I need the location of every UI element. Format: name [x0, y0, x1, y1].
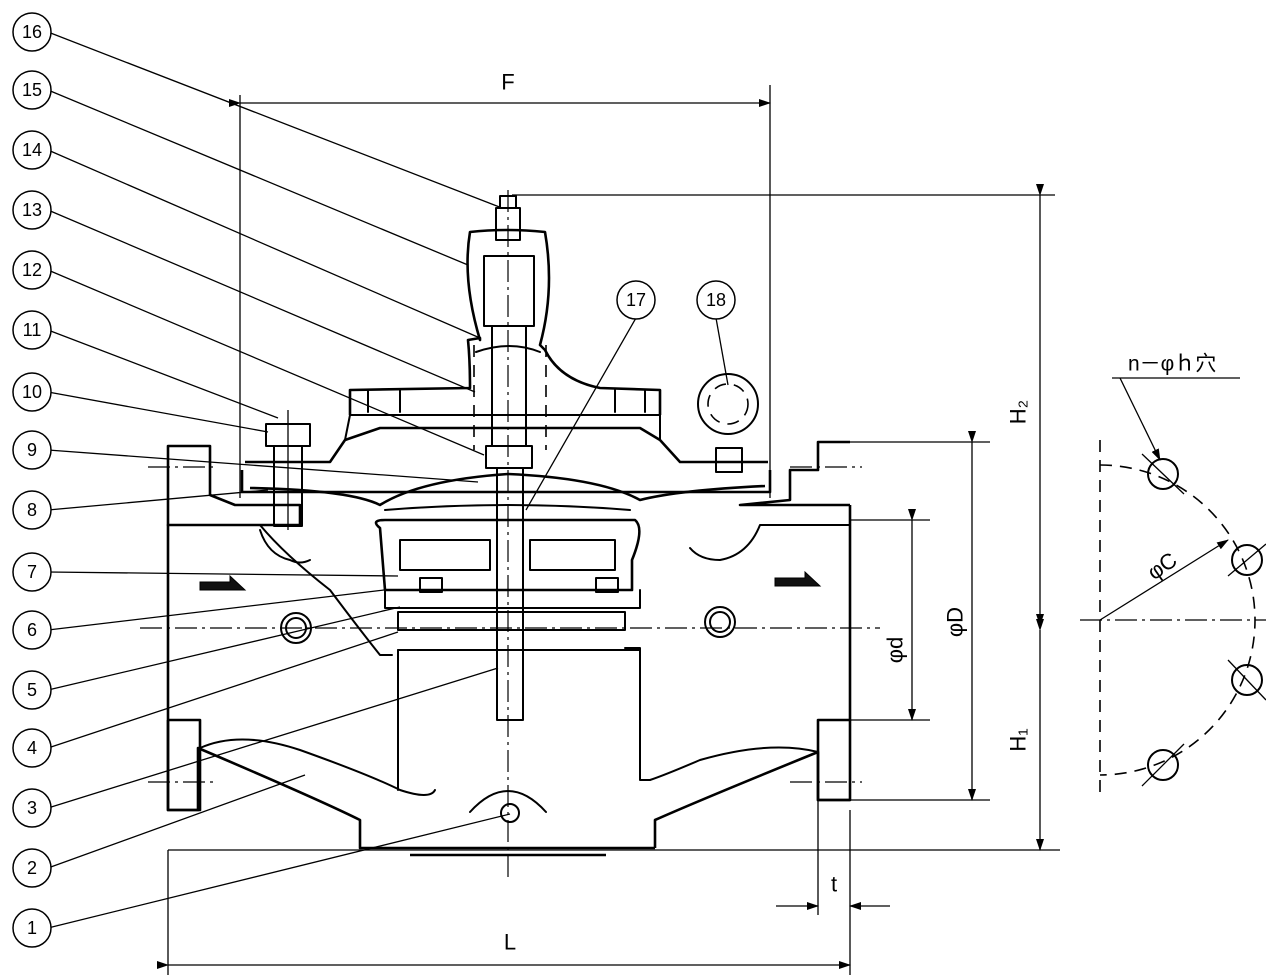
- dim-label-H1: H₁: [1006, 728, 1031, 751]
- part-number: 12: [22, 260, 42, 280]
- part-bubble-17: 17: [616, 280, 656, 320]
- bolt-hole: [1141, 743, 1185, 787]
- left-plug: [280, 612, 312, 644]
- part-bubble-2: 2: [12, 848, 52, 888]
- valve-disc-assembly: [374, 518, 641, 631]
- part-bubble-13: 13: [12, 190, 52, 230]
- part-bubble-11: 11: [12, 310, 52, 350]
- part-number: 3: [27, 798, 37, 818]
- part-number: 15: [22, 80, 42, 100]
- leader-lines: [47, 31, 729, 929]
- part-bubble-14: 14: [12, 130, 52, 170]
- dim-label-phi-d: φd: [883, 637, 908, 664]
- valve-body: [166, 440, 1060, 857]
- part-number: 13: [22, 200, 42, 220]
- part-bubble-1: 1: [12, 908, 52, 948]
- part-number: 14: [22, 140, 42, 160]
- part-number: 2: [27, 858, 37, 878]
- part-number: 8: [27, 500, 37, 520]
- part-bubble-6: 6: [12, 610, 52, 650]
- part-bubble-4: 4: [12, 728, 52, 768]
- flow-arrows: [199, 570, 822, 591]
- part-bubble-8: 8: [12, 490, 52, 530]
- part-bubble-15: 15: [12, 70, 52, 110]
- dim-label-t: t: [831, 872, 837, 897]
- part-number: 1: [27, 918, 37, 938]
- part-bubble-9: 9: [12, 430, 52, 470]
- hole-note: n－φｈ穴: [1128, 353, 1216, 376]
- right-plug: [704, 606, 736, 638]
- part-bubble-18: 18: [696, 280, 736, 320]
- part-bubble-10: 10: [12, 372, 52, 412]
- part-number: 5: [27, 680, 37, 700]
- dim-label-phi-D: φD: [943, 607, 968, 637]
- part-bubble-7: 7: [12, 552, 52, 592]
- dim-label-H2: H₂: [1006, 400, 1031, 424]
- part-number: 11: [23, 320, 42, 340]
- part-number: 10: [22, 382, 42, 402]
- part-number: 9: [27, 440, 37, 460]
- part-number: 6: [27, 620, 37, 640]
- part-bubble-3: 3: [12, 788, 52, 828]
- part-bubble-12: 12: [12, 250, 52, 290]
- part-number: 7: [27, 562, 37, 582]
- part-number: 17: [626, 290, 646, 310]
- flow-arrow-right: [774, 570, 822, 587]
- center-lines: [140, 190, 1266, 880]
- dim-label-F: F: [501, 70, 514, 95]
- dimension-lines: [157, 85, 1055, 975]
- part-number: 16: [22, 22, 42, 42]
- dim-label-phi-C: φC: [1142, 547, 1181, 585]
- bolts: [265, 410, 743, 530]
- bonnet-assembly: [240, 195, 772, 721]
- part-bubble-16: 16: [12, 12, 52, 52]
- flange-bolt-pattern: [1099, 377, 1266, 800]
- flow-arrow-left: [199, 574, 247, 591]
- bolt-hole: [1141, 453, 1185, 495]
- part-number: 18: [706, 290, 726, 310]
- bolt-hole: [1227, 543, 1266, 577]
- dim-label-L: L: [504, 930, 516, 955]
- part-bubble-5: 5: [12, 670, 52, 710]
- eye-bolt: [697, 373, 759, 435]
- bolt-hole: [1227, 659, 1266, 701]
- part-number: 4: [27, 738, 37, 758]
